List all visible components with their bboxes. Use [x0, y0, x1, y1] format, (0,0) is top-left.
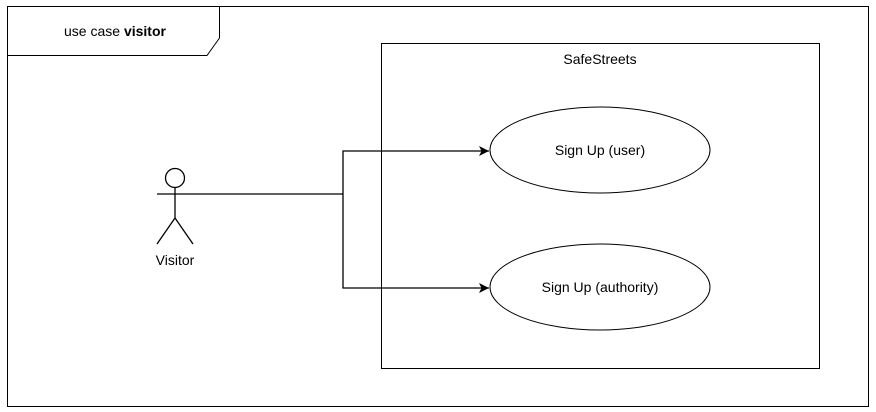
frame-label-name: visitor — [124, 23, 167, 39]
system-boundary — [381, 43, 820, 369]
use-case-sign-up-authority — [489, 243, 711, 331]
actor-label: Visitor — [156, 252, 195, 268]
actor-visitor — [156, 167, 194, 245]
actor-right-leg — [174, 217, 194, 245]
use-case-label-sign-up-user: Sign Up (user) — [555, 142, 645, 158]
connectors — [193, 146, 489, 293]
use-case-label-sign-up-authority: Sign Up (authority) — [542, 279, 659, 295]
actor-left-leg — [156, 217, 176, 245]
frame-label: use case visitor — [64, 23, 167, 39]
arrow-to-sign-up-authority — [342, 194, 489, 293]
frame-label-prefix: use case — [64, 23, 124, 39]
actor-head — [164, 167, 186, 189]
diagram-frame — [7, 6, 869, 407]
use-case-sign-up-user — [489, 106, 711, 194]
frame-name-tab — [7, 6, 220, 56]
arrow-to-sign-up-user — [342, 146, 489, 194]
system-name: SafeStreets — [563, 51, 636, 67]
